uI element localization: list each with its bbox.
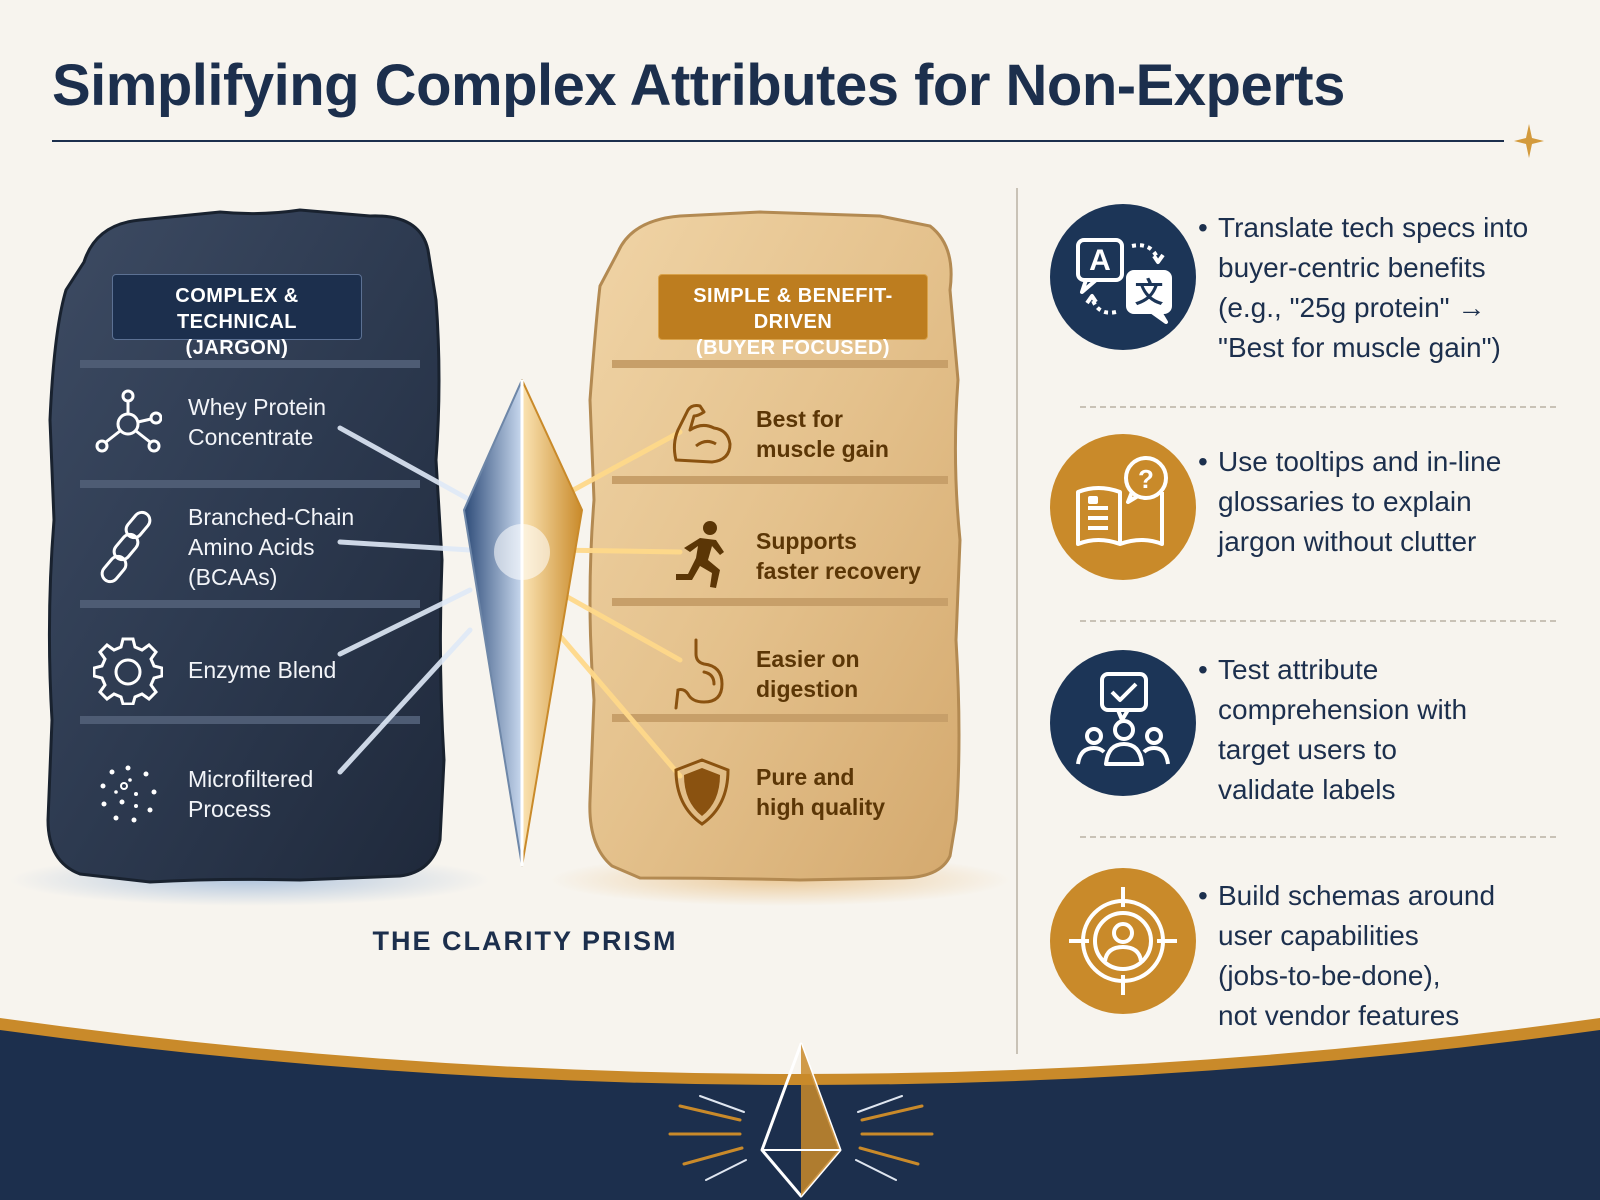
benefit-item: Supports faster recovery xyxy=(666,520,921,592)
tip-text-line: Test attribute xyxy=(1218,654,1379,685)
page-title: Simplifying Complex Attributes for Non-E… xyxy=(52,53,1345,118)
technical-item-label: Microfiltered xyxy=(188,766,314,792)
target-user-icon xyxy=(1050,868,1196,1014)
benefit-item-label: Supports xyxy=(756,528,857,554)
stomach-icon xyxy=(666,638,738,710)
tip-item: • Test attribute comprehension with targ… xyxy=(1050,650,1570,830)
tip-separator xyxy=(1080,620,1556,622)
prism-left-face xyxy=(462,379,523,867)
gear-icon xyxy=(92,634,164,706)
tip-bullet: • xyxy=(1198,212,1208,243)
molecule-icon xyxy=(92,386,164,458)
translate-icon: A 文 xyxy=(1050,204,1196,350)
tip-text-line: (e.g., "25g protein" → xyxy=(1218,292,1486,323)
stone-tablets xyxy=(10,208,1010,906)
tip-item: ? • Use tooltips and in-line glossaries … xyxy=(1050,434,1570,614)
prism-label: THE CLARITY PRISM xyxy=(372,926,678,956)
benefit-header: SIMPLE & BENEFIT-DRIVEN (BUYER FOCUSED) xyxy=(658,274,928,359)
tip-text-line: target users to xyxy=(1218,734,1397,765)
technical-item-label: Whey Protein xyxy=(188,394,327,420)
tip-text: Translate tech specs into buyer-centric … xyxy=(1218,208,1558,368)
user-feedback-icon xyxy=(1050,650,1196,796)
tip-text-line: not vendor features xyxy=(1218,1000,1460,1031)
tip-text-line: Translate tech specs into xyxy=(1218,212,1529,243)
tip-text-line: comprehension with xyxy=(1218,694,1468,725)
tip-separator xyxy=(1080,406,1556,408)
column-divider xyxy=(1016,188,1018,1054)
technical-item: Branched-Chain Amino Acids (BCAAs) xyxy=(92,502,354,592)
tip-item: • Build schemas around user capabilities… xyxy=(1050,868,1570,1048)
clarity-diagram: COMPLEX & TECHNICAL (JARGON) SIMPLE & BE… xyxy=(10,208,1010,956)
benefit-item: Pure and high quality xyxy=(666,756,885,828)
benefit-item-label: Best for xyxy=(756,406,843,432)
technical-item-label: Concentrate xyxy=(188,424,314,450)
benefit-item-label: digestion xyxy=(756,676,859,702)
tip-text-line: validate labels xyxy=(1218,774,1396,805)
tip-text: Use tooltips and in-line glossaries to e… xyxy=(1218,442,1558,562)
shield-icon xyxy=(666,756,738,828)
technical-item-label: (BCAAs) xyxy=(188,564,278,590)
tip-text: Build schemas around user capabilities (… xyxy=(1218,876,1558,1036)
runner-icon xyxy=(666,520,738,592)
footer-prism-icon xyxy=(668,1042,934,1198)
benefit-header-line1: SIMPLE & BENEFIT-DRIVEN xyxy=(693,285,893,333)
tip-separator xyxy=(1080,836,1556,838)
flexed-arm-icon xyxy=(666,398,738,470)
tip-bullet: • xyxy=(1198,880,1208,911)
book-question-icon: ? xyxy=(1050,434,1196,580)
technical-item-label: Branched-Chain xyxy=(188,504,355,530)
svg-text:?: ? xyxy=(1138,464,1154,494)
benefit-item-label: Easier on xyxy=(756,646,860,672)
chain-link-icon xyxy=(92,510,164,584)
technical-item-label: Amino Acids xyxy=(188,534,315,560)
tip-bullet: • xyxy=(1198,446,1208,477)
benefit-item-label: faster recovery xyxy=(756,558,921,584)
dotted-circle-icon xyxy=(92,758,164,830)
benefit-item: Easier on digestion xyxy=(666,638,860,710)
tip-text-line: glossaries to explain xyxy=(1218,486,1472,517)
technical-item: Enzyme Blend xyxy=(92,634,336,706)
tip-text-line: buyer-centric benefits xyxy=(1218,252,1486,283)
prism-right-face xyxy=(521,379,584,867)
svg-text:文: 文 xyxy=(1135,276,1163,309)
technical-item-label: Process xyxy=(188,796,272,822)
technical-item: Whey Protein Concentrate xyxy=(92,386,326,458)
svg-text:A: A xyxy=(1089,244,1111,277)
title-rule xyxy=(52,140,1504,142)
tip-bullet: • xyxy=(1198,654,1208,685)
technical-header: COMPLEX & TECHNICAL (JARGON) xyxy=(112,274,362,359)
technical-header-line2: (JARGON) xyxy=(185,337,289,359)
tip-text-line: "Best for muscle gain") xyxy=(1218,332,1501,363)
tip-text-line: user capabilities xyxy=(1218,920,1419,951)
technical-item: Microfiltered Process xyxy=(92,758,313,830)
tip-text-line: Use tooltips and in-line xyxy=(1218,446,1502,477)
benefit-item-label: high quality xyxy=(756,794,886,820)
technical-item-label: Enzyme Blend xyxy=(188,657,337,683)
benefit-header-line2: (BUYER FOCUSED) xyxy=(695,337,891,359)
tip-text-line: jargon without clutter xyxy=(1218,526,1477,557)
tip-text-line: Build schemas around xyxy=(1218,880,1496,911)
tip-text: Test attribute comprehension with target… xyxy=(1218,650,1558,810)
tip-text-line: (jobs-to-be-done), xyxy=(1218,960,1441,991)
sparkle-icon xyxy=(1514,124,1544,158)
tip-item: A 文 • Translate tech specs into buyer-ce… xyxy=(1050,204,1570,384)
technical-header-line1: COMPLEX & TECHNICAL xyxy=(175,285,299,333)
benefit-item-label: Pure and xyxy=(756,764,855,790)
benefit-item: Best for muscle gain xyxy=(666,398,889,470)
footer-wave xyxy=(0,1018,1600,1200)
benefit-item-label: muscle gain xyxy=(756,436,889,462)
